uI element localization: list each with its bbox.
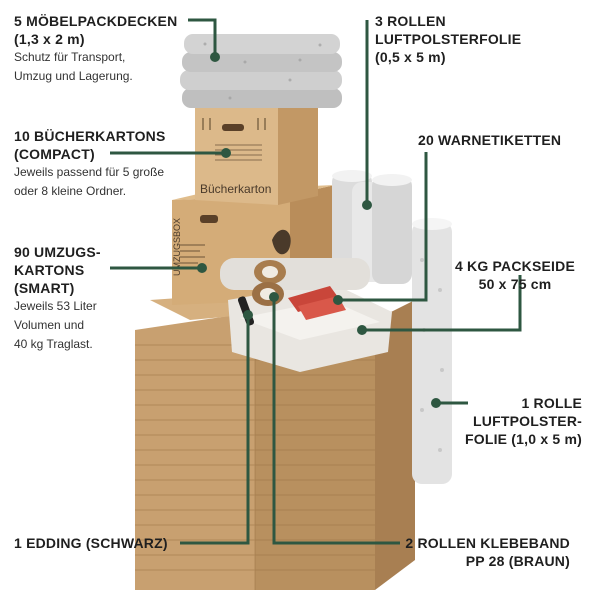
leader-dots (197, 52, 441, 408)
label-bubble-small-title-1: 3 ROLLEN (375, 13, 446, 29)
book-box-print: Bücherkarton (200, 182, 271, 196)
bubble-wrap-rolls-small (332, 170, 412, 284)
label-blankets-desc-2: Umzug und Lagerung. (14, 69, 133, 83)
label-bubble-large: 1 ROLLE LUFTPOLSTER- FOLIE (1,0 x 5 m) (440, 394, 582, 448)
label-moving-boxes-desc-2: Volumen und (14, 318, 85, 332)
label-moving-boxes-title-2: KARTONS (14, 262, 85, 278)
label-moving-boxes-type: (SMART) (14, 280, 75, 296)
label-book-boxes-desc-2: oder 8 kleine Ordner. (14, 184, 127, 198)
moving-blankets (180, 34, 342, 108)
label-warning: 20 WARNETIKETTEN (418, 131, 561, 149)
label-moving-boxes-title-1: 90 UMZUGS- (14, 244, 101, 260)
label-book-boxes-desc-1: Jeweils passend für 5 große (14, 165, 165, 179)
label-moving-boxes-desc-3: 40 kg Traglast. (14, 337, 93, 351)
label-bubble-large-title-3: FOLIE (1,0 x 5 m) (465, 431, 582, 447)
label-moving-boxes: 90 UMZUGS- KARTONS (SMART) Jeweils 53 Li… (14, 243, 101, 354)
label-tissue-size: 50 x 75 cm (478, 276, 552, 292)
label-tissue: 4 KG PACKSEIDE 50 x 75 cm (440, 257, 590, 293)
label-warning-title: 20 WARNETIKETTEN (418, 132, 562, 148)
label-tape: 2 ROLLEN KLEBEBAND PP 28 (BRAUN) (395, 534, 570, 570)
label-blankets-size: (1,3 x 2 m) (14, 31, 85, 47)
label-moving-boxes-desc-1: Jeweils 53 Liter (14, 299, 97, 313)
label-book-boxes-title: 10 BÜCHERKARTONS (14, 128, 166, 144)
label-book-boxes-type: (COMPACT) (14, 146, 95, 162)
bubble-wrap-roll-large (412, 218, 452, 484)
label-blankets-title: 5 MÖBELPACKDECKEN (14, 13, 178, 29)
label-marker-title: 1 EDDING (SCHWARZ) (14, 535, 168, 551)
label-bubble-large-title-2: LUFTPOLSTER- (473, 413, 582, 429)
label-bubble-small-size: (0,5 x 5 m) (375, 49, 446, 65)
label-tape-title: 2 ROLLEN KLEBEBAND (405, 535, 570, 551)
label-bubble-large-title-1: 1 ROLLE (521, 395, 582, 411)
label-bubble-small: 3 ROLLEN LUFTPOLSTERFOLIE (0,5 x 5 m) (375, 12, 521, 66)
label-marker: 1 EDDING (SCHWARZ) (14, 534, 168, 552)
label-bubble-small-title-2: LUFTPOLSTERFOLIE (375, 31, 522, 47)
label-blankets: 5 MÖBELPACKDECKEN (1,3 x 2 m) Schutz für… (14, 12, 177, 86)
label-blankets-desc-1: Schutz für Transport, (14, 50, 126, 64)
moving-box-print: UMZUGSBOX (172, 218, 182, 276)
tape-rolls (252, 260, 286, 306)
label-book-boxes: 10 BÜCHERKARTONS (COMPACT) Jeweils passe… (14, 127, 166, 201)
label-tissue-title: 4 KG PACKSEIDE (454, 258, 575, 274)
leader-lines (110, 18, 522, 545)
label-tape-type: PP 28 (BRAUN) (465, 553, 570, 569)
